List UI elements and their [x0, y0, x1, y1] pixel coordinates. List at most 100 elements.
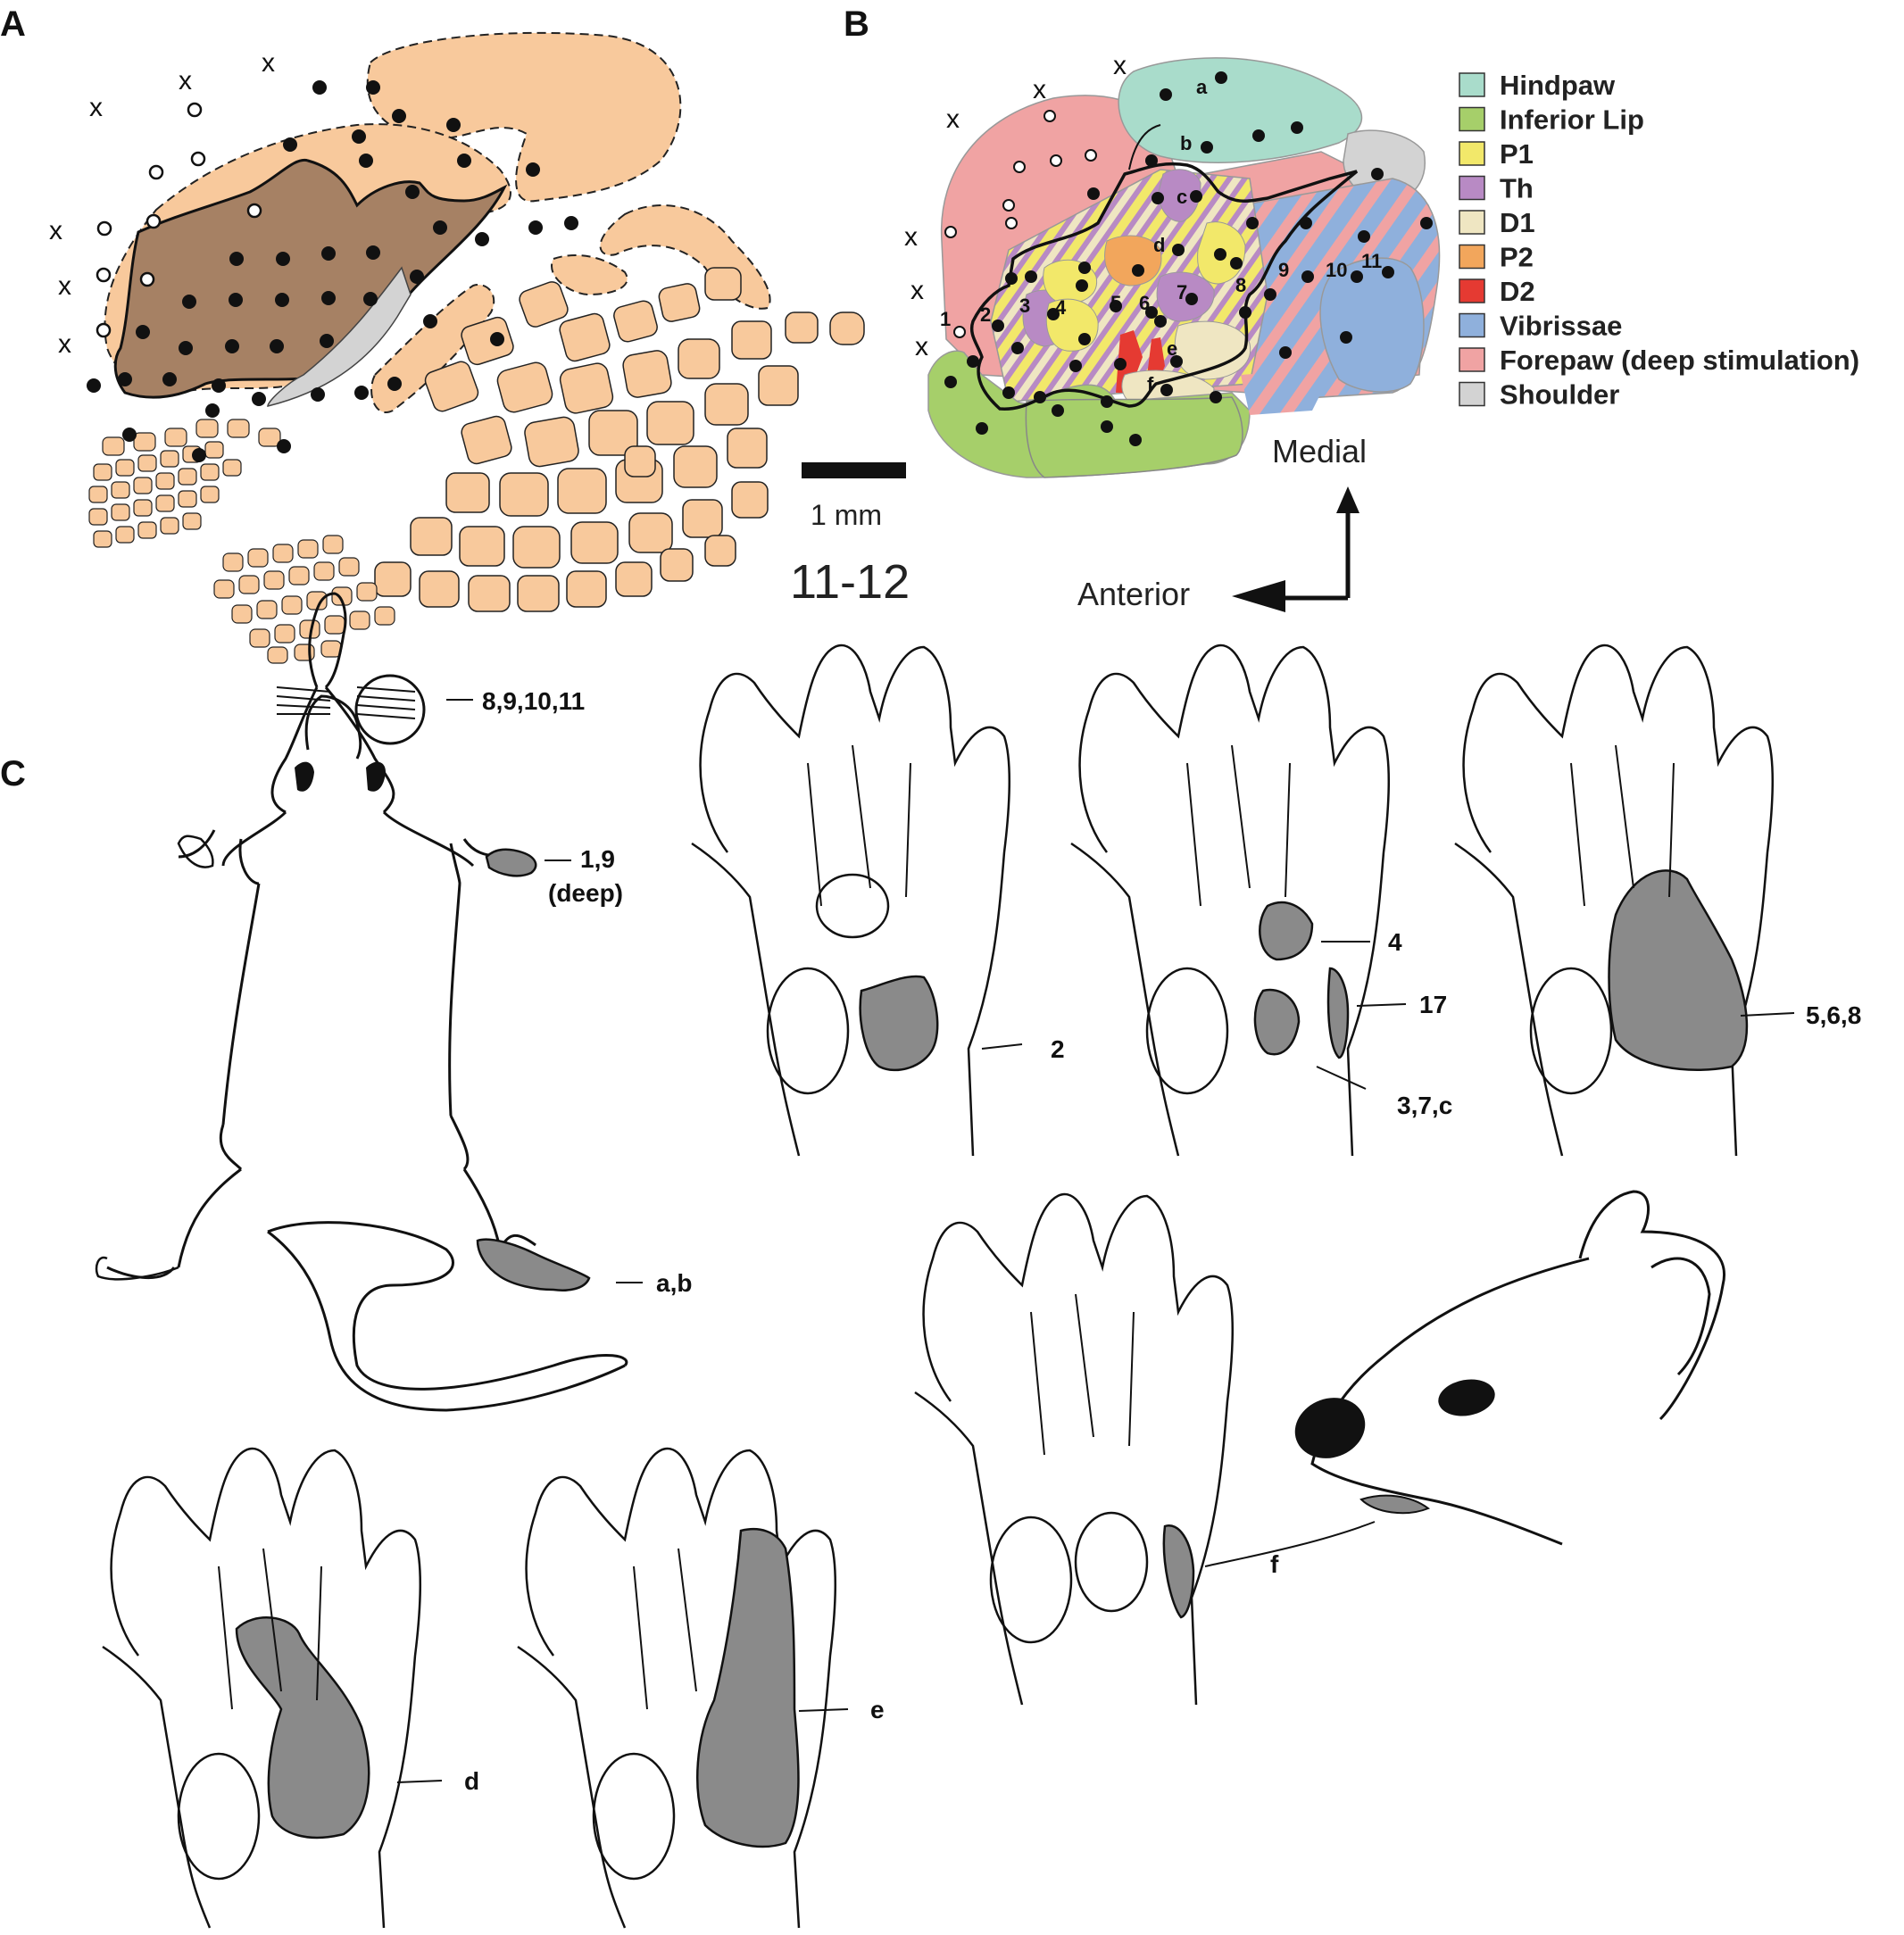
callout-paw-1: 2 — [1051, 1035, 1065, 1063]
svg-text:x: x — [262, 48, 275, 78]
paw-drawing-5: e — [517, 1447, 885, 1929]
paw-drawing-3: 5,6,8 — [1454, 644, 1861, 1157]
whisker-circle — [354, 674, 426, 745]
svg-text:x: x — [910, 276, 924, 305]
legend-swatch-0 — [1459, 72, 1485, 97]
svg-text:x: x — [915, 332, 928, 361]
barrel-streak-2 — [370, 284, 495, 413]
svg-text:x: x — [179, 66, 192, 96]
svg-text:11: 11 — [1361, 250, 1382, 272]
section-label: 11-12 — [790, 555, 910, 609]
th-patch-1 — [1158, 169, 1201, 222]
medial-label: Medial — [1272, 433, 1367, 469]
dense-cluster — [113, 158, 508, 399]
callout-hindpaw: a,b — [656, 1269, 692, 1297]
legend-label-5: P2 — [1500, 242, 1534, 273]
svg-text:a: a — [1196, 76, 1208, 98]
small-barrels — [374, 267, 865, 612]
whiskers — [276, 686, 416, 719]
svg-text:4: 4 — [1055, 296, 1067, 319]
hindpaw-region — [1118, 57, 1363, 163]
vibrissae-solid — [1319, 257, 1425, 393]
filled-sites-a — [87, 80, 578, 462]
rat-right-hindpaw-shaded — [476, 1238, 591, 1291]
svg-text:x: x — [89, 93, 103, 122]
th-patch-3 — [1156, 271, 1215, 322]
callout-paw-6: f — [1270, 1550, 1279, 1578]
rat-left-eye — [295, 761, 314, 792]
svg-text:1: 1 — [940, 308, 951, 330]
callout-vibrissae: 8,9,10,11 — [482, 687, 585, 715]
panel-a: A — [0, 4, 865, 664]
svg-text:d: d — [1153, 234, 1165, 256]
legend-label-2: P1 — [1500, 138, 1534, 170]
legend-swatch-2 — [1459, 141, 1485, 166]
rat-right-forepaw-shaded — [485, 848, 537, 877]
legend-label-7: Vibrissae — [1500, 311, 1622, 342]
callout-forepaw-2: (deep) — [548, 879, 623, 907]
svg-text:5: 5 — [1110, 292, 1121, 314]
panel-b: B x x x x x x — [844, 4, 1441, 478]
anterior-boundary — [1128, 124, 1161, 170]
callout-paw-2b: 17 — [1419, 991, 1447, 1018]
callout-paw-5: e — [870, 1696, 885, 1723]
legend-label-3: Th — [1500, 173, 1534, 204]
svg-text:2: 2 — [980, 303, 991, 326]
callout-paw-4: d — [464, 1767, 479, 1795]
legend-label-8: Forepaw (deep stimulation) — [1500, 345, 1859, 376]
paw-drawing-1: 2 — [691, 644, 1065, 1157]
rat-head — [308, 592, 347, 689]
legend-label-4: D1 — [1500, 207, 1535, 238]
svg-text:x: x — [946, 104, 960, 134]
rat-right-eye — [366, 761, 386, 792]
callout-paw-2a: 4 — [1388, 928, 1402, 956]
callout-forepaw-1: 1,9 — [580, 845, 615, 873]
panel-label-c: C — [0, 754, 26, 793]
scale-bar-length: 1 mm — [811, 499, 882, 531]
rat-snout — [304, 694, 362, 760]
legend-swatch-4 — [1459, 210, 1485, 235]
callout-paw-3: 5,6,8 — [1806, 1001, 1861, 1029]
no-response-marks-b: x x x x x x — [904, 51, 1127, 361]
barrel-streak-3 — [551, 253, 628, 296]
svg-text:6: 6 — [1139, 292, 1150, 314]
filled-sites-b — [944, 71, 1433, 446]
paw-drawing-2: 4 17 3,7,c — [1070, 644, 1452, 1157]
stripe-lower — [1241, 370, 1321, 415]
tiny-barrels-bottom — [213, 535, 395, 664]
svg-text:e: e — [1167, 337, 1177, 360]
legend-label-1: Inferior Lip — [1500, 104, 1644, 136]
panel-label-a: A — [0, 4, 26, 44]
site-numbers: 1 2 3 4 5 6 7 8 9 10 11 a b c d e f — [940, 76, 1382, 395]
tiny-barrels-left — [88, 419, 281, 548]
svg-text:x: x — [1113, 51, 1127, 80]
svg-text:3: 3 — [1019, 295, 1030, 317]
response-boundary — [970, 162, 1359, 411]
barrel-field-upper — [366, 31, 682, 203]
legend-swatch-1 — [1459, 106, 1485, 132]
callout-paw-2c: 3,7,c — [1397, 1092, 1452, 1119]
rat-left-forepaw — [177, 835, 214, 868]
legend-swatch-8 — [1459, 347, 1485, 372]
paw-drawing-6: f — [914, 1192, 1376, 1706]
svg-text:10: 10 — [1326, 259, 1347, 281]
legend-label-6: D2 — [1500, 276, 1535, 307]
legend-swatch-6 — [1459, 278, 1485, 303]
legend-swatch-7 — [1459, 312, 1485, 338]
svg-text:7: 7 — [1176, 281, 1187, 303]
rat-left-hindpaw — [95, 1256, 179, 1281]
p2-patch — [1104, 235, 1162, 287]
svg-text:x: x — [904, 222, 918, 252]
orientation-arrows: Medial Anterior — [1077, 433, 1367, 612]
legend-swatch-3 — [1459, 175, 1485, 201]
panel-label-b: B — [844, 4, 869, 44]
svg-text:c: c — [1176, 186, 1187, 208]
rat-body — [106, 686, 628, 1412]
open-sites-a — [96, 102, 262, 338]
svg-text:x: x — [49, 216, 62, 245]
svg-text:x: x — [1033, 75, 1046, 104]
legend-label-0: Hindpaw — [1500, 70, 1616, 101]
legend-label-9: Shoulder — [1500, 379, 1619, 411]
